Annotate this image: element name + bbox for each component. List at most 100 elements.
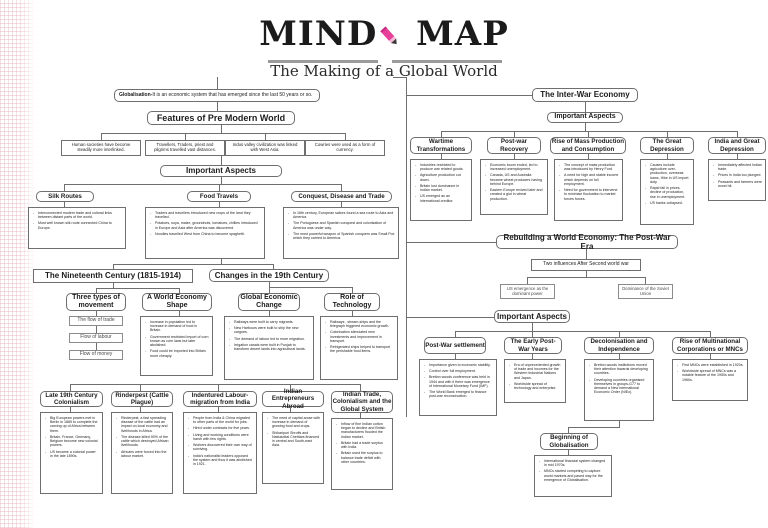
food-travels-points: Traders and travellers introduced new cr… (145, 207, 265, 259)
bullet-list: In 16th century, European sailors found … (288, 211, 395, 240)
bullet-list: International financial system changed i… (539, 459, 608, 482)
connector (341, 184, 342, 191)
pre-modern-child-2: Indus valley civilization was linked wit… (225, 140, 305, 156)
decolonisation-title: Decolonisation and Independence (584, 337, 654, 354)
bullet: Interconnected modern trade and cultural… (33, 211, 122, 219)
changes-19th-title: Changes in the 19th Century (209, 269, 329, 282)
bullet-list: Immediately affected Indian trade. Price… (713, 163, 762, 188)
connector (64, 184, 341, 185)
bullet: The need of capital arose with increase … (267, 416, 320, 429)
connector (527, 277, 645, 278)
bullet: Colonisation stimulated new investments … (325, 330, 394, 343)
decolonisation-points: Bretton woods institutions moved their a… (584, 359, 654, 421)
title-mind: MIND (259, 14, 378, 54)
bullet: Living and working conditions were harsh… (188, 433, 253, 441)
bullet: MNCs started competing to capture world … (539, 469, 608, 482)
connector (360, 384, 361, 391)
beginning-globalisation-title: Beginning of Globalisation (540, 433, 598, 450)
bullet: Britain had a trade surplus with India. (336, 441, 389, 449)
connector (737, 154, 738, 159)
food-travels-title: Food Travels (187, 191, 251, 202)
bullet: The World Bank emerged to finance post-w… (424, 390, 493, 398)
bullet: Britain used the surplus to balance trad… (336, 451, 389, 464)
three-types-movement-title: Three types of movement (66, 293, 126, 311)
bullet: International financial system changed i… (539, 459, 608, 467)
connector (406, 317, 494, 318)
bullet: Inflow of fine Indian cotton began to de… (336, 422, 389, 439)
pre-modern-world-title: Features of Pre Modern World (147, 111, 295, 125)
interwar-aspects-title: Important Aspects (547, 112, 623, 123)
connector (269, 311, 270, 316)
bullet-list: Inflow of fine Indian cotton began to de… (336, 422, 389, 464)
bullet-list: Causes include agriculture over-producti… (645, 163, 690, 205)
bullet: US banks collapsed. (645, 201, 690, 205)
early-postwar-years-points: Era of unprecedented growth of trade and… (504, 359, 566, 403)
connector (441, 154, 442, 159)
postwar-recovery-title: Post-war Recovery (487, 137, 541, 154)
rinderpest-points: Rinderpest, a fast spreading disease of … (111, 412, 173, 494)
bullet: The Portuguese and Spanish conquest and … (288, 221, 395, 229)
bullet: Eastern Europe revived later and created… (485, 188, 544, 201)
connector (96, 343, 97, 350)
connector (341, 202, 342, 207)
bullet: New Harbours were built to ship the new … (229, 326, 310, 334)
postwar-settlement-points: Importance given to economic stability. … (419, 359, 497, 416)
connector (352, 311, 353, 316)
movement-item-0: The flow of trade (69, 316, 123, 326)
pre-modern-child-1: Travellers, Traders, priest and pilgrims… (145, 140, 225, 156)
pre-modern-child-0: Human societies have become steadily mor… (61, 140, 141, 156)
bullet: People from India & China migrated to ot… (188, 416, 253, 424)
movement-item-2: Flow of money (69, 350, 123, 360)
connector (710, 354, 711, 359)
connector (586, 249, 587, 259)
conquest-disease-trade-title: Conquest, Disease and Trade (291, 191, 392, 202)
connector (352, 287, 353, 293)
left-edge-fade (0, 0, 36, 528)
connector (217, 102, 218, 111)
title-rule-right (392, 60, 502, 63)
early-postwar-years-title: The Early Post-War Years (504, 337, 562, 354)
bullet: Causes include agriculture over-producti… (645, 163, 690, 184)
bullet: A need for high and stable income which … (559, 173, 619, 186)
bullet: Irrigation canals were built in Punjab t… (229, 343, 310, 351)
connector (619, 421, 620, 427)
mncs-points: First MNCs were established in 1920s. Wo… (672, 359, 748, 401)
connector (568, 427, 569, 433)
connector (101, 133, 102, 140)
connector (179, 288, 180, 293)
connector (586, 271, 587, 277)
global-economic-change-points: Railways were built to carry migrants. N… (224, 316, 314, 380)
bullet-list: Economic boom ended, led to increased un… (485, 163, 544, 201)
connector (514, 131, 515, 137)
mass-production-points: The concept of mass production was intro… (554, 159, 623, 221)
bullet: Africans were forced into the labour mar… (116, 450, 169, 458)
bullet: Importance given to economic stability. (424, 363, 493, 367)
connector (619, 354, 620, 359)
connector (219, 184, 220, 191)
bullet: Potatoes, soya, maize, groundnuts, tomat… (150, 221, 261, 229)
indian-entrepreneurs-points: The need of capital arose with increase … (262, 412, 324, 484)
bullet: The demand of labour led to more migrati… (229, 337, 310, 341)
connector (221, 177, 222, 184)
postwar-recovery-points: Economic boom ended, led to increased un… (480, 159, 548, 215)
interwar-title: The Inter-War Economy (532, 88, 638, 102)
bullet-list: Rinderpest, a fast spreading disease of … (116, 416, 169, 458)
connector (514, 154, 515, 159)
connector (360, 413, 361, 418)
bullet-list: The need of capital arose with increase … (267, 416, 320, 448)
bullet: Britain lost dominance in Indian market. (415, 184, 468, 192)
bullet: Big European powers met in Berlin in 188… (45, 416, 99, 433)
bullet: US emerged as an international creditor. (415, 194, 468, 202)
connector (101, 133, 345, 134)
title-rule-left (268, 60, 378, 63)
connector (441, 131, 737, 132)
connector (588, 131, 589, 137)
globalisation-text: It is an economic system that has emerge… (152, 91, 313, 98)
connector (113, 264, 273, 265)
bullet: Control over full employment. (424, 369, 493, 373)
connector (64, 202, 65, 207)
page-subtitle: The Making of a Global World (270, 62, 498, 80)
beginning-globalisation-points: International financial system changed i… (534, 455, 612, 497)
connector (96, 311, 97, 316)
conquest-disease-trade-points: In 16th century, European sailors found … (283, 207, 399, 259)
